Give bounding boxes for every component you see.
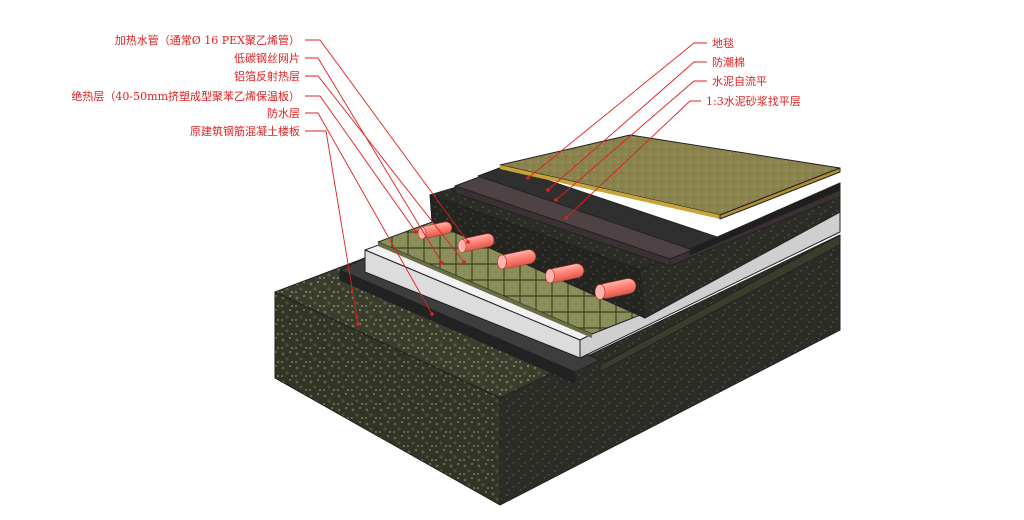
- label-moisture-barrier: 防潮棉: [712, 55, 745, 69]
- label-concrete-slab: 原建筑钢筋混凝土楼板: [190, 124, 300, 138]
- leader-concrete-slab: [305, 130, 359, 325]
- leader-insulation: [305, 95, 417, 233]
- carpet-layer: [499, 134, 841, 220]
- left-annotations: 加热水管（通常Ø 16 PEX聚乙烯管） 低碳钢丝网片 铝箔反射热层 绝热层（4…: [71, 33, 470, 326]
- label-foil-layer: 铝箔反射热层: [234, 69, 300, 83]
- pipe-3: [497, 249, 537, 270]
- leader-heating-pipe: [305, 39, 469, 243]
- label-waterproof: 防水层: [267, 106, 300, 120]
- leader-self-leveling: [555, 80, 707, 201]
- pipe-4: [545, 263, 585, 284]
- label-self-leveling: 水泥自流平: [712, 74, 767, 88]
- moisture-barrier-layer: [477, 165, 841, 256]
- leader-foil-layer: [305, 75, 465, 263]
- concrete-slab: [274, 234, 841, 506]
- leader-carpet: [527, 42, 707, 179]
- label-insulation: 绝热层（40-50mm挤塑成型聚苯乙烯保温板）: [71, 89, 300, 103]
- label-mortar-screed: 1:3水泥砂浆找平层: [706, 94, 801, 108]
- label-steel-mesh: 低碳钢丝网片: [234, 51, 300, 65]
- heating-pipes: [417, 221, 637, 300]
- pipe-5: [594, 278, 637, 300]
- right-annotations: 地毯 防潮棉 水泥自流平 1:3水泥砂浆找平层: [526, 36, 801, 220]
- label-carpet: 地毯: [712, 36, 734, 50]
- leader-moisture-barrier: [547, 61, 707, 191]
- leader-steel-mesh: [305, 57, 443, 264]
- pipe-2: [457, 233, 495, 253]
- leader-mortar-screed: [565, 100, 701, 219]
- label-heating-pipe: 加热水管（通常Ø 16 PEX聚乙烯管）: [115, 33, 300, 47]
- leader-waterproof: [305, 112, 433, 315]
